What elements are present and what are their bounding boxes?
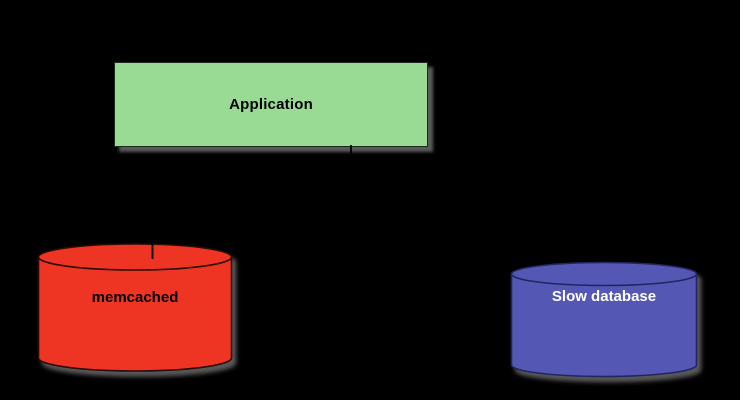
- cylinder-icon: [510, 261, 698, 378]
- cylinder-top: [510, 261, 698, 287]
- cylinder-top: [37, 243, 233, 271]
- node-application-label: Application: [229, 96, 313, 113]
- cylinder-body: [510, 273, 698, 378]
- node-memcached: memcached: [37, 242, 233, 374]
- connector-stub-application: [350, 145, 352, 154]
- node-application: Application: [114, 62, 428, 147]
- cylinder-body: [37, 256, 233, 372]
- node-slow-database: Slow database: [510, 261, 698, 378]
- cylinder-icon: [37, 243, 233, 372]
